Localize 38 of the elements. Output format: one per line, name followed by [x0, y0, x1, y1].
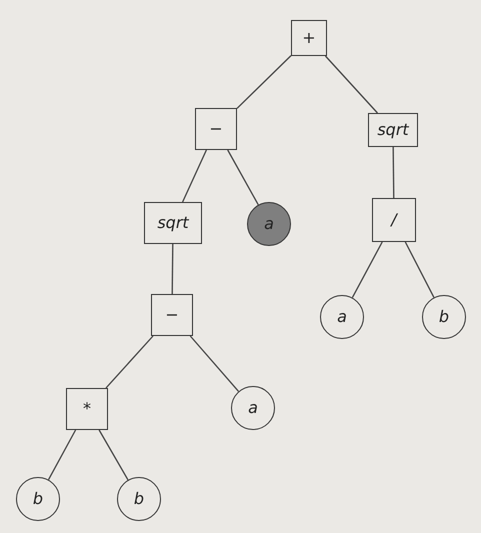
connector-line: [48, 430, 76, 480]
connector-line: [404, 242, 434, 298]
connector-line: [352, 242, 383, 298]
node-label: a: [248, 400, 258, 416]
connector-line: [106, 336, 154, 388]
connector-line: [392, 147, 394, 198]
node-label: +: [302, 30, 316, 46]
node-label: −: [209, 121, 223, 137]
connector-line: [324, 56, 378, 114]
node-label: /: [391, 212, 397, 228]
operator-box: [66, 388, 108, 430]
node-label: sqrt: [377, 122, 409, 138]
node-label: a: [337, 309, 347, 325]
operator-box: [372, 198, 416, 242]
operator-box: [291, 20, 327, 56]
operator-box: [144, 202, 202, 244]
operator-box: [195, 108, 237, 150]
connector-line: [190, 336, 240, 392]
connector-line: [98, 430, 129, 480]
node-label: b: [438, 309, 450, 325]
node-label: sqrt: [157, 215, 189, 231]
variable-circle: [231, 386, 275, 430]
operator-box: [151, 294, 193, 336]
variable-circle: [422, 295, 466, 339]
node-label: a: [264, 216, 274, 232]
connector-line: [236, 55, 292, 109]
variable-circle: [247, 202, 291, 246]
node-label: −: [165, 307, 179, 323]
connector-line: [227, 150, 259, 206]
variable-circle: [16, 477, 60, 521]
connector-line: [172, 244, 174, 294]
variable-circle: [320, 295, 364, 339]
operator-box: [368, 113, 418, 147]
connector-line: [182, 150, 207, 202]
node-label: b: [134, 491, 144, 507]
variable-circle: [117, 477, 161, 521]
node-label: b: [32, 491, 44, 507]
node-label: *: [83, 401, 91, 417]
